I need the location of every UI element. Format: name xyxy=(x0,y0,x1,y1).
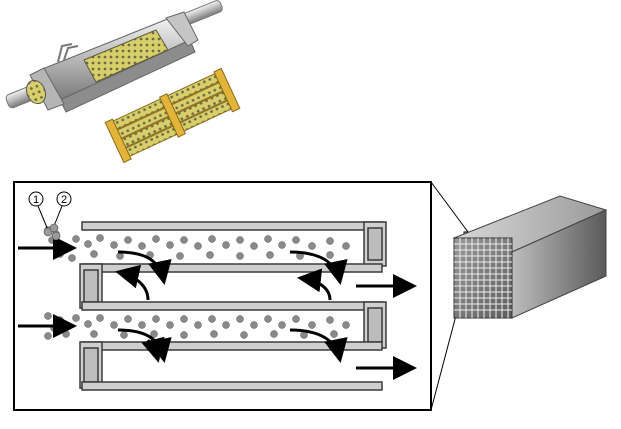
particle-cluster xyxy=(43,223,61,241)
honeycomb-monolith-icon xyxy=(452,195,608,319)
filter-cartridge-icon xyxy=(104,67,241,164)
callout-2-label: 2 xyxy=(61,194,67,206)
particulate-filter-housing-icon xyxy=(5,0,223,113)
channel-walls xyxy=(79,221,387,391)
callout-2: 2 xyxy=(53,191,72,227)
flow-arrows xyxy=(18,236,417,380)
callout-1: 1 xyxy=(28,191,49,231)
schematic-frame xyxy=(13,181,432,411)
callout-1-label: 1 xyxy=(33,194,39,206)
